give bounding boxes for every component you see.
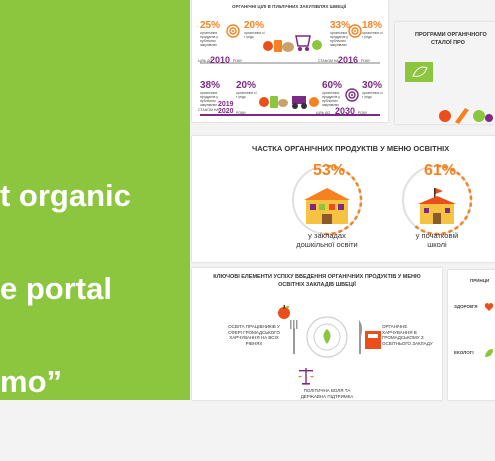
row2-y2: 2030 <box>335 106 356 116</box>
row1-text-b: органічних с/г угідь <box>244 31 265 39</box>
infographic-procurement-goals[interactable]: ОРГАНІЧНІ ЦІЛІ В ПУБЛІЧНИХ ЗАКУПІВЛЯХ ШВ… <box>192 0 388 122</box>
program-title-line-2: СТАЛОЇ ПРО <box>431 40 465 46</box>
key-element-education: ОСВІТА ПРАЦІВНИКІВ У СФЕРІ ГРОМАДСЬКОГО … <box>228 324 280 346</box>
row1-pct-a: 25% <box>200 20 221 31</box>
leaf-icon <box>485 349 493 357</box>
procurement-title: ОРГАНІЧНІ ЦІЛІ В ПУБЛІЧНИХ ЗАКУПІВЛЯХ ШВ… <box>232 4 347 9</box>
infographic-principles[interactable]: ПРИНЦИ ЗДОРОВ'Я ЕКОЛОГІ <box>448 270 495 400</box>
row2-text-b: органічних с/г угідь <box>236 91 257 99</box>
title-text: t organic e portal mo” <box>0 118 131 459</box>
timeline-row2 <box>200 114 380 116</box>
ecology-label: ЕКОЛОГІ <box>454 350 474 355</box>
target-icon <box>226 24 240 38</box>
plate-icon <box>306 316 348 358</box>
row2-text-c: органічних продуктів у публічних закупів… <box>322 91 341 107</box>
key-elements-title-line-1: КЛЮЧОВІ ЕЛЕМЕНТИ УСПІХУ ВВЕДЕННЯ ОРГАНІЧ… <box>213 274 421 280</box>
row2-pct-c: 60% <box>322 80 343 91</box>
row1-y2: 2016 <box>338 55 359 65</box>
green-title-panel: t organic e portal mo” <box>0 0 190 400</box>
farm-illustration <box>259 96 319 109</box>
target-icon <box>345 88 359 102</box>
row1-text-d: органічних с/г угідь <box>362 31 383 39</box>
row1-y2-label: СТАНОМ НА <box>318 59 339 63</box>
row1-text-c: органічних продуктів у публічних закупів… <box>330 31 349 47</box>
knife-icon <box>359 320 363 354</box>
share-left-pct: 53% <box>313 162 346 179</box>
row1-y1: 2010 <box>210 55 231 65</box>
fork-icon <box>290 320 298 354</box>
row1-y1-label: ЦІЛЬ ДО <box>198 59 213 63</box>
row2-y2-label: ЦІЛЬ ДО <box>316 111 331 115</box>
share-left-caption-2: дошкільної освіти <box>296 240 358 249</box>
row1-y1-suffix: РОКУ <box>233 59 243 63</box>
apple-icon <box>278 305 290 319</box>
row2-text-a: органічних продуктів у публічних закупів… <box>200 91 219 107</box>
title-line-1: t organic <box>0 178 131 213</box>
scales-icon <box>298 368 314 385</box>
key-element-organic-food: ОРГАНІЧНЕ ХАРЧУВАННЯ В ГРОМАДСЬКОМУ З ОС… <box>382 324 433 346</box>
kindergarten-building-icon <box>304 188 350 224</box>
title-line-2: e portal <box>0 271 112 306</box>
infographic-key-elements[interactable]: КЛЮЧОВІ ЕЛЕМЕНТИ УСПІХУ ВВЕДЕННЯ ОРГАНІЧ… <box>192 268 442 400</box>
share-title: ЧАСТКА ОРГАНІЧНИХ ПРОДУКТІВ У МЕНЮ ОСВІТ… <box>252 144 450 153</box>
health-label: ЗДОРОВ'Я <box>454 304 478 309</box>
key-elements-title-line-2: ОСВІТНІХ ЗАКЛАДІВ ШВЕЦІЇ <box>278 282 356 288</box>
leaf-icon <box>412 66 428 77</box>
row1-pct-c: 33% <box>330 20 351 31</box>
row1-pct-b: 20% <box>244 20 265 31</box>
share-right-pct: 61% <box>424 162 457 179</box>
principles-label: ПРИНЦИ <box>470 278 490 283</box>
row1-text-a: органічних продуктів у публічних закупів… <box>200 31 219 47</box>
progress-ring-right <box>402 164 473 236</box>
row2-y1b: 2020 <box>218 108 234 115</box>
key-element-political-will: ПОЛІТИЧНА ВОЛЯ ТА ДЕРЖАВНА ПІДТРИМКА <box>300 388 354 399</box>
row1-y2-suffix: РОКУ <box>361 59 371 63</box>
heart-icon <box>484 303 494 311</box>
row2-y1-suffix: РОКИ <box>236 111 246 115</box>
row2-pct-d: 30% <box>362 80 383 91</box>
vegetables-illustration <box>439 108 493 124</box>
row2-y1-label: СТАНОМ НА <box>198 108 219 112</box>
title-line-3: mo” <box>0 364 62 399</box>
timeline-row1 <box>200 62 380 64</box>
eu-organic-logo <box>405 62 433 82</box>
row2-y1a: 2019 <box>218 101 234 108</box>
row2-pct-b: 20% <box>236 80 257 91</box>
groceries-illustration <box>263 35 322 52</box>
row2-y2-suffix: РОКУ <box>358 111 368 115</box>
row1-pct-d: 18% <box>362 20 383 31</box>
progress-ring-left <box>292 164 363 236</box>
row2-pct-a: 38% <box>200 80 221 91</box>
book-icon <box>365 331 381 349</box>
share-right-caption-1: у початковій <box>415 231 459 240</box>
share-right-caption-2: школі <box>427 240 447 249</box>
share-left-caption-1: у закладах <box>308 231 346 240</box>
infographic-organic-share[interactable]: ЧАСТКА ОРГАНІЧНИХ ПРОДУКТІВ У МЕНЮ ОСВІТ… <box>192 136 495 262</box>
row2-text-d: органічних с/г угідь <box>362 91 383 99</box>
school-building-icon <box>418 188 456 224</box>
infographic-organic-program[interactable]: ПРОГРАМИ ОРГАНІЧНОГО СТАЛОЇ ПРО <box>395 22 495 124</box>
target-icon <box>348 24 362 38</box>
program-title-line-1: ПРОГРАМИ ОРГАНІЧНОГО <box>415 32 487 38</box>
